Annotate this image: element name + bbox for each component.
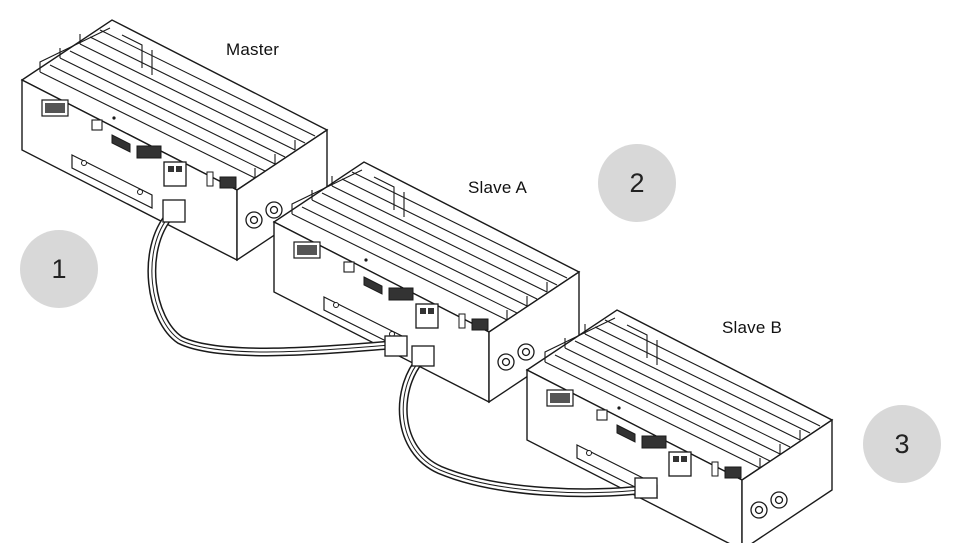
cable-master-to-slave-a	[147, 210, 395, 357]
plug-slave-a-in	[384, 335, 408, 357]
plug-slave-a-out	[411, 345, 435, 367]
step-badge-3: 3	[863, 405, 941, 483]
step-badge-1: 1	[20, 230, 98, 308]
step-badge-2: 2	[598, 144, 676, 222]
master-label: Master	[226, 40, 280, 59]
slave-b-label: Slave B	[722, 318, 782, 337]
plug-master	[162, 199, 186, 223]
plug-slave-b	[634, 477, 658, 499]
cable-slave-a-to-slave-b	[398, 355, 645, 498]
slave-b-device	[526, 309, 833, 543]
slave-a-label: Slave A	[468, 178, 528, 197]
